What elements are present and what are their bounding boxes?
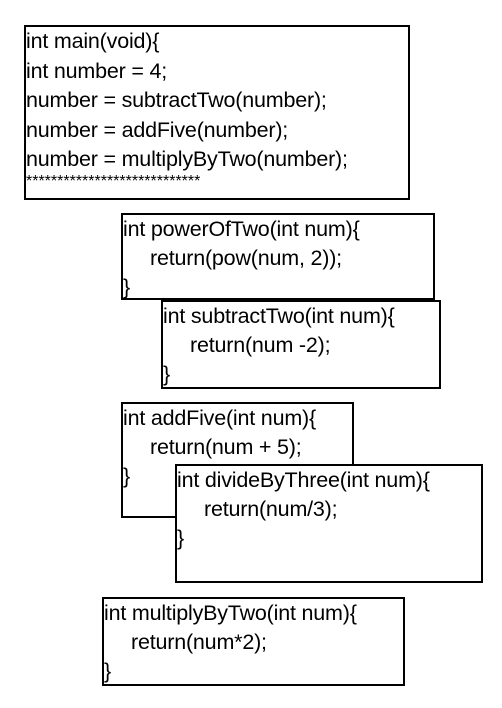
main-line-1: int main(void){ bbox=[26, 29, 160, 53]
subtractTwo-signature: int subtractTwo(int num){ bbox=[163, 304, 395, 328]
subtractTwo-close: } bbox=[163, 362, 170, 386]
divideByThree-function-box: int divideByThree(int num){ return(num/3… bbox=[175, 464, 483, 583]
main-line-4: number = addFive(number); bbox=[26, 117, 289, 142]
main-separator: **************************** bbox=[26, 172, 201, 190]
powerOfTwo-signature: int powerOfTwo(int num){ bbox=[123, 217, 360, 241]
powerOfTwo-function-box: int powerOfTwo(int num){ return(pow(num,… bbox=[121, 213, 435, 300]
main-line-5: number = multiplyByTwo(number); bbox=[26, 147, 348, 171]
main-function-box: int main(void){ int number = 4; number =… bbox=[24, 25, 410, 200]
powerOfTwo-close: } bbox=[123, 275, 130, 299]
powerOfTwo-body: return(pow(num, 2)); bbox=[150, 246, 342, 270]
divideByThree-close: } bbox=[177, 526, 184, 550]
addFive-signature: int addFive(int num){ bbox=[123, 406, 316, 430]
main-line-2: int number = 4; bbox=[26, 58, 168, 83]
divideByThree-body: return(num/3); bbox=[204, 497, 338, 521]
subtractTwo-function-box: int subtractTwo(int num){ return(num -2)… bbox=[161, 300, 441, 389]
multiplyByTwo-function-box: int multiplyByTwo(int num){ return(num*2… bbox=[102, 597, 405, 686]
multiplyByTwo-signature: int multiplyByTwo(int num){ bbox=[104, 601, 357, 625]
multiplyByTwo-close: } bbox=[104, 659, 111, 683]
subtractTwo-body: return(num -2); bbox=[190, 333, 331, 357]
multiplyByTwo-body: return(num*2); bbox=[131, 630, 267, 654]
addFive-function-box: int addFive(int num){ return(num + 5); } bbox=[121, 402, 354, 518]
main-code: int main(void){ int number = 4; number =… bbox=[26, 27, 348, 189]
main-line-3: number = subtractTwo(number); bbox=[26, 88, 327, 112]
divideByThree-signature: int divideByThree(int num){ bbox=[177, 468, 430, 492]
addFive-close: } bbox=[123, 464, 130, 488]
addFive-body: return(num + 5); bbox=[150, 435, 302, 459]
